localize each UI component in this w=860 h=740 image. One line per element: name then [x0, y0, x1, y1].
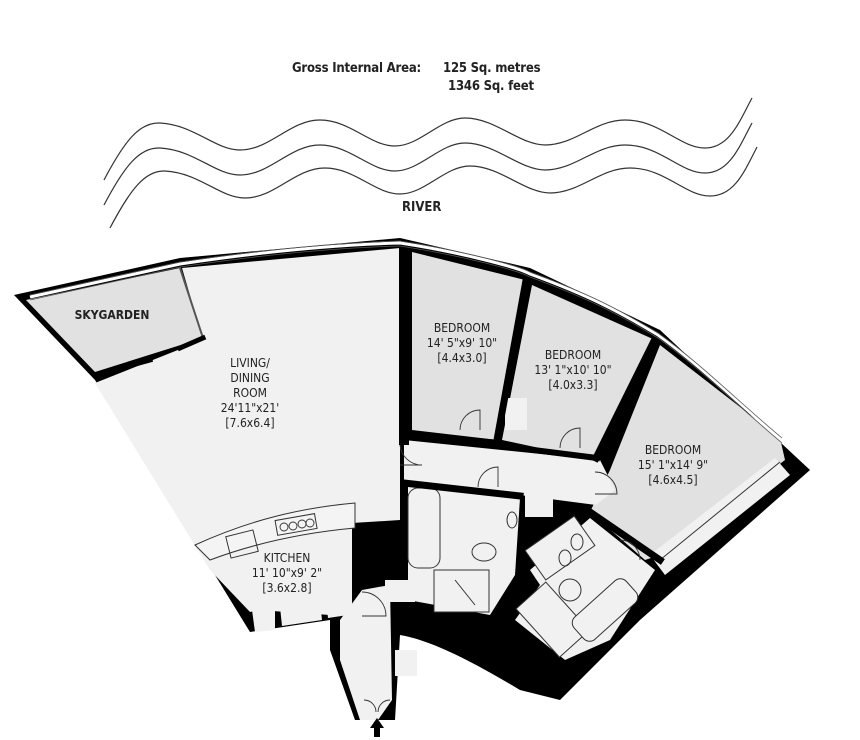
living-metric: [7.6x6.4]	[225, 416, 275, 430]
bedroom2-metric: [4.0x3.3]	[548, 378, 598, 392]
room-label-kitchen: KITCHEN 11' 10"x9' 2" [3.6x2.8]	[252, 551, 322, 596]
area-metric: 125 Sq. metres	[443, 61, 541, 76]
bedroom1-metric: [4.4x3.0]	[437, 351, 487, 365]
bedroom1-fill	[412, 252, 525, 440]
room-label-skygarden: SKYGARDEN	[75, 308, 150, 323]
room-label-bedroom3: BEDROOM 15' 1"x14' 9" [4.6x4.5]	[638, 443, 708, 488]
bedroom2-imperial: 13' 1"x10' 10"	[534, 363, 612, 377]
kitchen-name: KITCHEN	[263, 551, 311, 565]
gross-internal-area-label: Gross Internal Area:	[292, 61, 421, 76]
kitchen-metric: [3.6x2.8]	[262, 581, 312, 595]
room-label-living: LIVING/ DINING ROOM 24'11"x21' [7.6x6.4]	[221, 356, 279, 431]
living-imperial: 24'11"x21'	[220, 401, 280, 415]
skygarden-name: SKYGARDEN	[74, 308, 150, 322]
bedroom3-fill	[590, 345, 785, 560]
bedroom1-imperial: 14' 5"x9' 10"	[426, 336, 498, 350]
glazing	[29, 241, 783, 442]
entrance-hall-fill	[340, 585, 392, 720]
living-name-3: ROOM	[233, 386, 267, 400]
internal-walls	[91, 240, 665, 565]
area-imperial: 1346 Sq. feet	[448, 79, 534, 94]
room-label-bedroom1: BEDROOM 14' 5"x9' 10" [4.4x3.0]	[427, 321, 497, 366]
bedroom3-imperial: 15' 1"x14' 9"	[637, 458, 709, 472]
living-name-1: LIVING/	[230, 356, 270, 370]
door-swings	[361, 409, 641, 713]
river-label: RIVER	[402, 200, 442, 215]
skygarden-fill	[26, 268, 203, 372]
kitchen-imperial: 11' 10"x9' 2"	[251, 566, 323, 580]
arrow-up-icon	[370, 718, 384, 737]
bedroom1-name: BEDROOM	[433, 321, 491, 335]
room-label-bedroom2: BEDROOM 13' 1"x10' 10" [4.0x3.3]	[534, 348, 611, 393]
bedroom3-name: BEDROOM	[644, 443, 702, 457]
bedroom2-name: BEDROOM	[544, 348, 602, 362]
living-name-2: DINING	[230, 371, 270, 385]
bedroom3-metric: [4.6x4.5]	[648, 473, 698, 487]
river-waves	[103, 97, 758, 229]
